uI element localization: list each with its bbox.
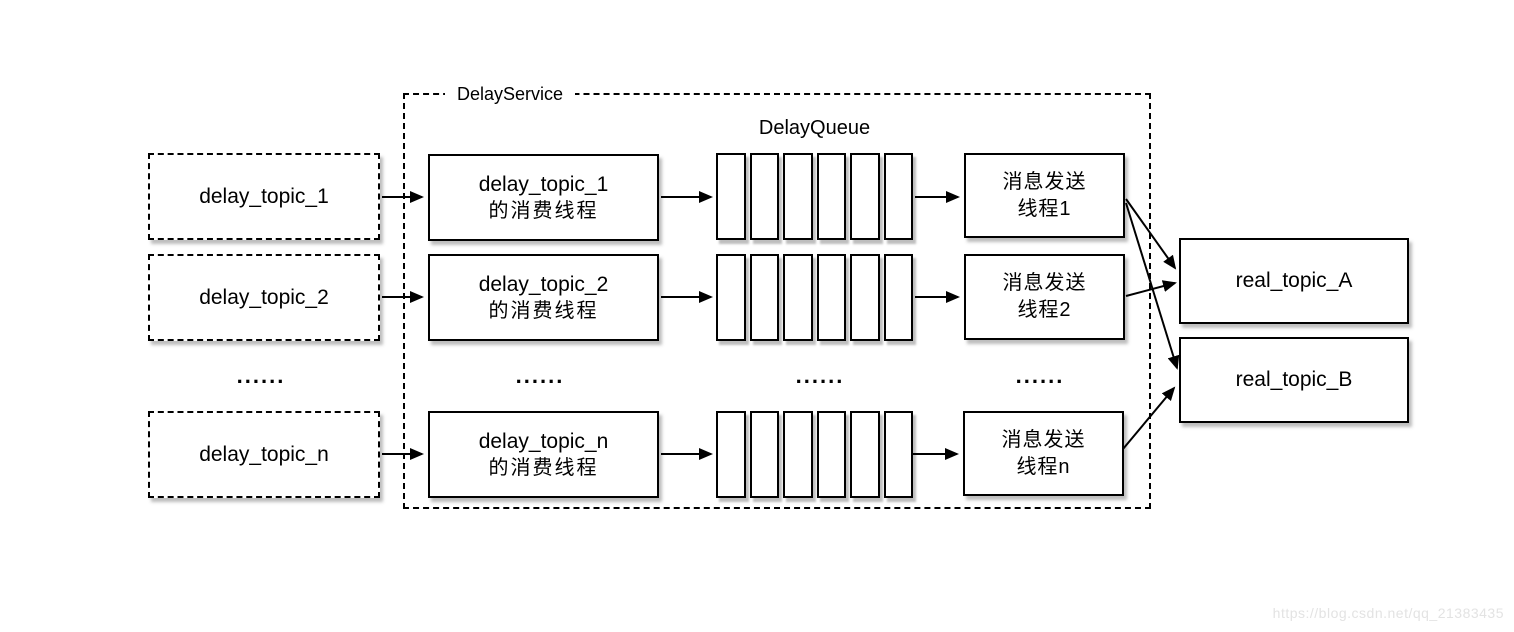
queue-2-slot (850, 254, 880, 341)
queue-1-slot (716, 153, 746, 240)
queue-n-slot (716, 411, 746, 498)
source-topic-2-label: delay_topic_2 (199, 285, 329, 309)
queue-n-slot (816, 411, 846, 498)
queue-2-slot (816, 254, 846, 341)
queue-1-slot (816, 153, 846, 240)
delay-queue-n (716, 411, 913, 498)
delay-queue-2 (716, 254, 913, 341)
sender-thread-2-line1: 消息发送 (1002, 272, 1087, 294)
queue-2-slot (883, 254, 913, 341)
queue-2-slot (783, 254, 813, 341)
source-topic-1-label: delay_topic_1 (199, 184, 329, 208)
real-topic-a-box: real_topic_A (1179, 238, 1409, 324)
source-topics-ellipsis: ...... (236, 363, 286, 388)
sender-thread-n-box: 消息发送 线程n (963, 411, 1124, 496)
delay-service-label: DelayService (445, 82, 576, 106)
real-topic-b-label: real_topic_B (1235, 368, 1353, 391)
sender-thread-1-line2: 线程1 (1017, 197, 1072, 220)
sender-thread-n-line2: 线程n (1016, 455, 1071, 478)
queue-1-slot (783, 153, 813, 240)
source-topic-2-box: delay_topic_2 (148, 254, 380, 341)
delay-queue-title: DelayQueue (758, 117, 871, 139)
consumer-thread-1-box: delay_topic_1 的消费线程 (428, 154, 659, 241)
consumer-thread-n-topic: delay_topic_n (478, 429, 609, 453)
senders-ellipsis: ...... (1015, 363, 1065, 388)
watermark-text: https://blog.csdn.net/qq_21383435 (1272, 605, 1504, 621)
consumer-thread-2-box: delay_topic_2 的消费线程 (428, 254, 659, 341)
sender-thread-2-box: 消息发送 线程2 (964, 254, 1125, 340)
queue-1-slot (850, 153, 880, 240)
sender-thread-n-line1: 消息发送 (1001, 428, 1086, 451)
consumer-thread-n-box: delay_topic_n 的消费线程 (428, 411, 659, 498)
consumers-ellipsis: ...... (515, 363, 565, 388)
real-topic-a-label: real_topic_A (1235, 269, 1353, 292)
queue-1-slot (749, 153, 779, 240)
queue-n-slot (883, 411, 913, 498)
consumer-thread-1-topic: delay_topic_1 (478, 172, 609, 196)
sender-thread-2-line2: 线程2 (1017, 299, 1072, 321)
source-topic-n-box: delay_topic_n (148, 411, 380, 498)
queue-2-slot (749, 254, 779, 341)
queues-ellipsis: ...... (795, 363, 845, 388)
consumer-thread-1-caption: 的消费线程 (488, 199, 599, 222)
sender-thread-1-box: 消息发送 线程1 (964, 153, 1125, 238)
source-topic-1-box: delay_topic_1 (148, 153, 380, 240)
queue-n-slot (783, 411, 813, 498)
consumer-thread-n-caption: 的消费线程 (488, 456, 599, 479)
queue-1-slot (883, 153, 913, 240)
delay-queue-1 (716, 153, 913, 240)
queue-2-slot (716, 254, 746, 341)
consumer-thread-2-caption: 的消费线程 (488, 299, 599, 322)
queue-n-slot (850, 411, 880, 498)
real-topic-b-box: real_topic_B (1179, 337, 1409, 423)
sender-thread-1-line1: 消息发送 (1002, 170, 1087, 193)
source-topic-n-label: delay_topic_n (199, 442, 329, 466)
queue-n-slot (749, 411, 779, 498)
consumer-thread-2-topic: delay_topic_2 (478, 272, 609, 296)
